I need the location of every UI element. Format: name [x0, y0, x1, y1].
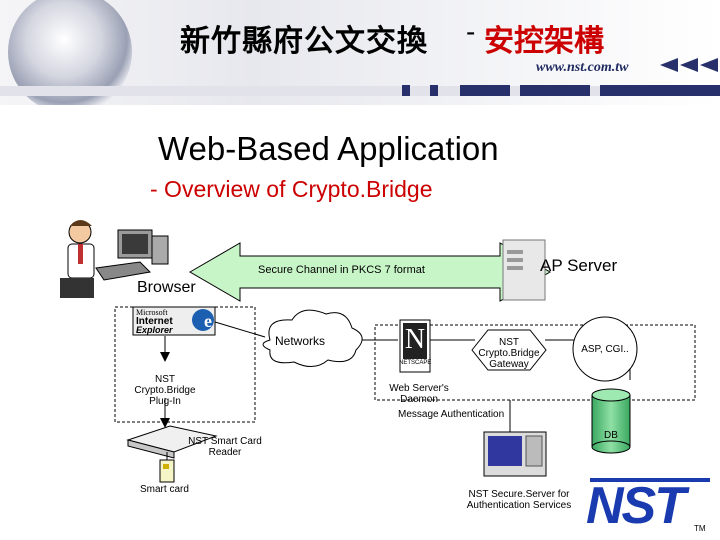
asp-label: ASP, CGI..: [581, 344, 629, 355]
title-dash: -: [466, 16, 476, 47]
database-icon: [591, 388, 631, 454]
asp-circle: [572, 316, 638, 382]
user-computer-icon: [60, 220, 169, 298]
trademark-label: TM: [694, 524, 706, 533]
netscape-letter: N: [404, 324, 426, 355]
smart-card-icon: [159, 459, 175, 483]
networks-cloud: [262, 309, 363, 367]
daemon-label: Web Server's Daemon: [389, 383, 449, 405]
title-bar-background: [0, 0, 720, 105]
netscape-wordmark: NETSCAPE: [399, 360, 432, 366]
message-auth-label: Message Authentication: [398, 409, 505, 420]
plugin-label: NST Crypto.Bridge Plug-In: [134, 374, 196, 407]
internet-explorer-logo: e: [132, 306, 216, 336]
card-reader-label: NST Smart Card Reader: [188, 436, 262, 458]
slide-subheading: - Overview of Crypto.Bridge: [150, 176, 433, 202]
svg-text:e: e: [204, 311, 212, 331]
secure-channel-arrow: [189, 242, 551, 302]
ie-logo-text: Microsoft Internet Explorer: [136, 308, 173, 335]
ap-server-label: AP Server: [540, 256, 618, 275]
website-url: www.nst.com.tw: [536, 60, 629, 75]
gateway-hexagon: [471, 329, 547, 371]
secure-channel-label: Secure Channel in PKCS 7 format: [258, 264, 425, 276]
slide-heading: Web-Based Application: [158, 130, 499, 167]
smart-card-reader-icon: [126, 425, 218, 459]
title-highlight: 安控架構: [484, 24, 604, 59]
secure-server-label: NST Secure.Server for Authentication Ser…: [466, 489, 572, 511]
gateway-label: NST Crypto.Bridge Gateway: [478, 337, 540, 370]
nst-logo-text: NST: [586, 477, 686, 535]
netscape-logo: [399, 319, 431, 373]
smart-card-label: Smart card: [140, 484, 189, 495]
secure-server-device-icon: [483, 431, 547, 477]
ap-server-icon: [502, 239, 546, 301]
lens-ball-decoration: [8, 0, 132, 105]
server-dashed-box: [374, 324, 696, 401]
browser-label: Browser: [137, 279, 196, 296]
title-main: 新竹縣府公文交換: [180, 24, 428, 59]
nst-logo: [590, 478, 710, 482]
db-label: DB: [604, 430, 618, 441]
arrow-icons: [660, 58, 718, 72]
networks-label: Networks: [275, 334, 326, 348]
